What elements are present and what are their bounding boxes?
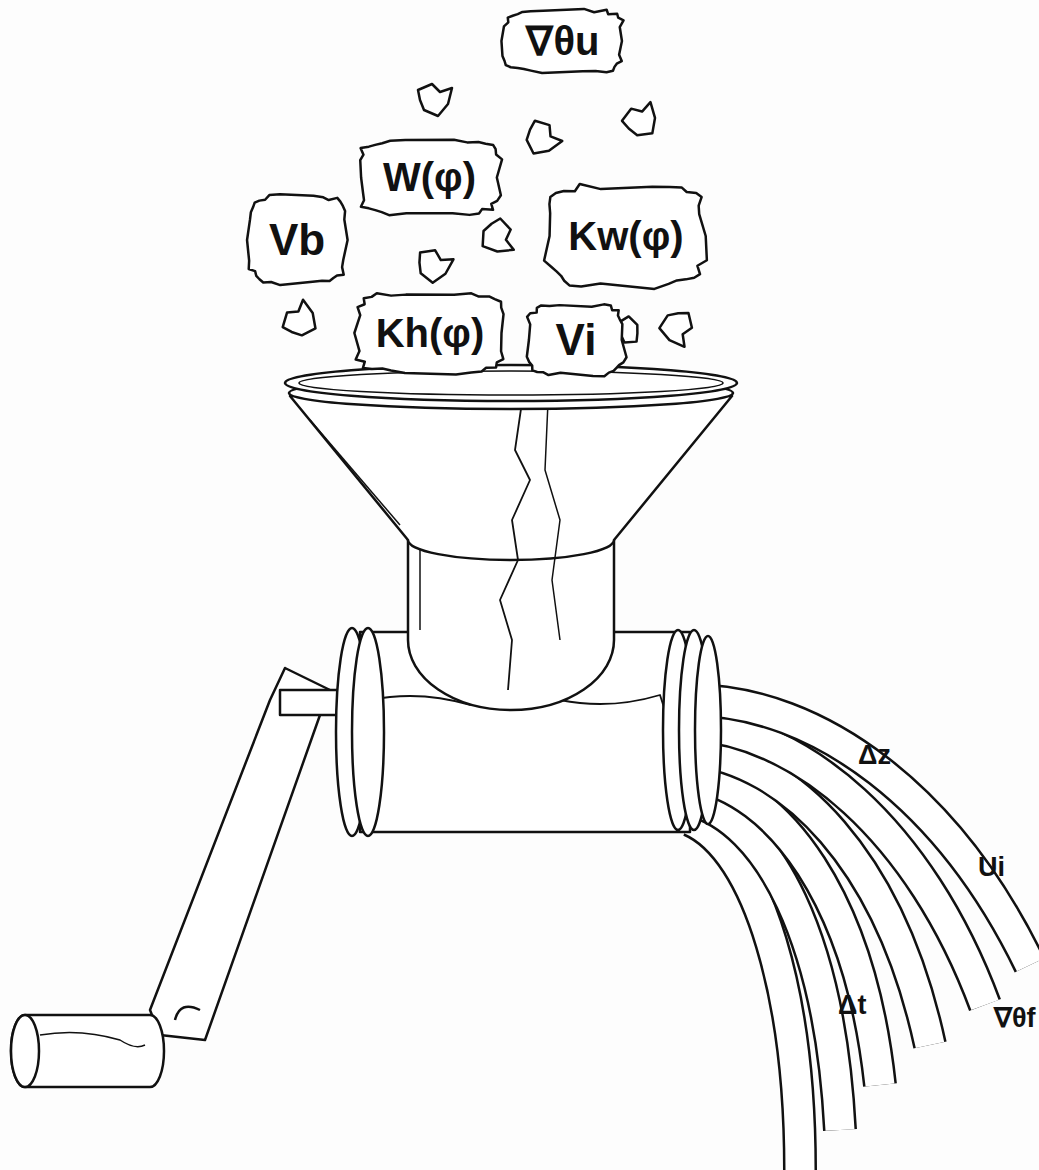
strand-fill (690, 700, 1030, 965)
output-label: Δt (838, 990, 866, 1021)
strand-fill (690, 725, 985, 1005)
paper-fragment (413, 247, 454, 287)
paper-fragment (278, 297, 324, 344)
paper-scrap: Kw(φ) (540, 180, 712, 292)
barrel-ring (352, 628, 384, 836)
funnel-highlight (310, 420, 400, 525)
variable-label: ∇θu (497, 5, 629, 77)
crank-detail (175, 1007, 200, 1020)
output-label: Δz (858, 740, 891, 771)
grinder-body (11, 84, 1030, 1170)
crank-handle (11, 1015, 164, 1087)
strand-outline (690, 700, 1030, 965)
paper-scrap: ∇θu (497, 5, 629, 77)
variable-label: Kw(φ) (540, 180, 712, 292)
variable-label: Kh(φ) (350, 288, 510, 378)
handle-detail (40, 1032, 145, 1046)
barrel-ring (695, 636, 721, 824)
output-label: Ui (978, 852, 1005, 883)
variable-label: Vb (243, 190, 351, 290)
hopper-rim-inner (299, 371, 723, 395)
hopper-rim (285, 365, 737, 401)
paper-scrap: Vi (522, 300, 630, 380)
hopper-neck (408, 540, 614, 710)
cutaway-edge (545, 402, 560, 640)
output-label: ∇θf (994, 1002, 1036, 1034)
crank-arm (150, 668, 330, 1040)
paper-fragment (476, 216, 518, 259)
paper-scrap: Kh(φ) (350, 288, 510, 378)
paper-fragment (619, 99, 664, 144)
output-strands (690, 700, 1030, 1170)
variable-label: W(φ) (352, 135, 507, 220)
paper-fragment (657, 308, 694, 347)
paper-scrap: Vb (243, 190, 351, 290)
handle-end (11, 1015, 39, 1087)
paper-scrap: W(φ) (352, 135, 507, 220)
cutaway-edge (500, 402, 530, 690)
paper-fragment (518, 116, 565, 162)
variable-label: Vi (522, 300, 630, 380)
hopper-funnel (290, 396, 732, 560)
strand-outline (690, 725, 985, 1005)
paper-fragment (418, 84, 452, 116)
neck-highlight (419, 545, 421, 630)
